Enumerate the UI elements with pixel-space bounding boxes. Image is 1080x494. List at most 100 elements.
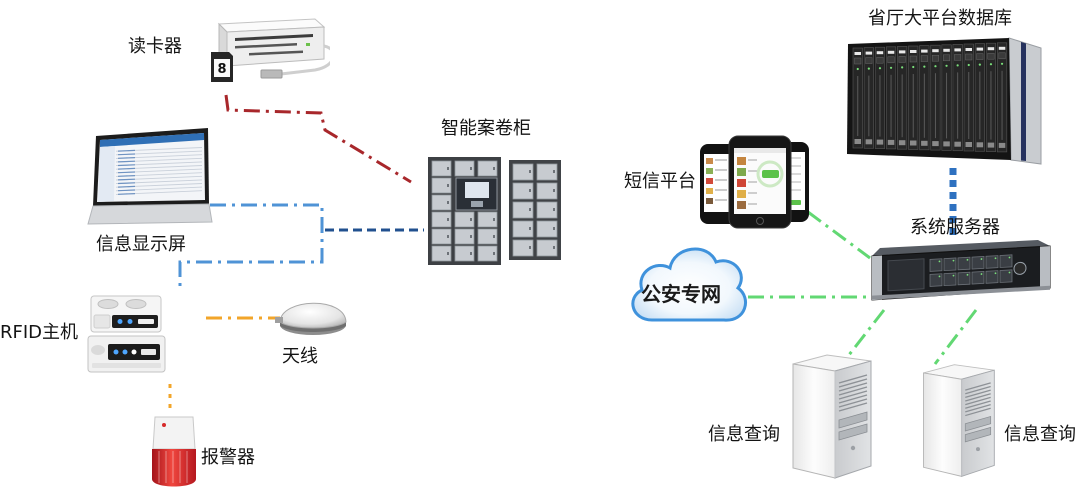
server-drive-bay <box>999 254 1013 268</box>
system-server-device <box>871 240 1051 301</box>
display-to-rfid-link <box>178 203 324 290</box>
cabinet-door <box>512 239 534 257</box>
antenna-connector <box>275 317 283 323</box>
cabinet-door <box>536 163 558 181</box>
rack-blade-led <box>878 67 882 70</box>
provincial-database-label: 省厅大平台数据库 <box>868 8 1012 29</box>
rfid-indicator <box>113 349 119 355</box>
alarm-strobe-ribs <box>158 451 188 483</box>
tower-vents <box>961 379 992 477</box>
cabinet-door <box>431 211 452 228</box>
sms-phones-device <box>700 135 809 229</box>
cabinet-door-handle <box>470 235 472 238</box>
cabinet-door-handle <box>529 170 531 173</box>
cabinet-door <box>536 201 558 219</box>
phone-list-thumb <box>706 178 713 184</box>
card-reader-slot <box>235 43 297 49</box>
rack-blade-label <box>921 49 928 53</box>
monitor-row-text <box>117 175 136 177</box>
rack-blade-label <box>898 50 906 54</box>
cabinet-door <box>431 177 452 194</box>
cabinet-door-handle <box>470 167 472 170</box>
phone-list-thumb <box>737 190 746 198</box>
tower-vent-line <box>965 407 991 417</box>
cabinet-door-handle <box>553 227 555 230</box>
rack-blade-port <box>976 53 984 60</box>
tower-vents <box>834 371 868 478</box>
cabinet-door <box>536 239 558 257</box>
server-top <box>872 240 1050 256</box>
rack-blade-label <box>987 47 995 51</box>
card-reader-slot <box>249 50 303 56</box>
server-drive-led <box>966 258 969 261</box>
cabinet-door <box>477 245 498 262</box>
card-reader-slot <box>235 34 313 41</box>
cabinet-door-handle <box>493 252 495 255</box>
alarm-label: 报警器 <box>201 447 255 468</box>
rack-blade-led <box>867 67 870 70</box>
tower-drive-bay <box>964 415 992 432</box>
phone-center-list <box>734 148 786 209</box>
tower-vent-line <box>838 394 868 404</box>
card-reader-cable <box>280 44 330 76</box>
server-drive-led <box>938 275 941 278</box>
usb-plug <box>260 69 283 79</box>
server-logo-badge <box>1013 261 1027 275</box>
cabinet-door-handle <box>553 246 555 249</box>
smart-cabinet-device <box>428 157 561 265</box>
server-drive-led <box>980 273 983 275</box>
cabinet-door <box>431 194 452 211</box>
rack-blade-label <box>887 50 895 54</box>
rfid-speaker <box>91 345 105 355</box>
cabinet-door <box>512 163 534 181</box>
antenna-label: 天线 <box>282 346 318 367</box>
info-query-server-right <box>923 364 995 477</box>
server-drive-bay <box>971 270 985 285</box>
monitor-screen-rows <box>98 146 203 202</box>
server-right-ear <box>1040 246 1050 289</box>
rfid-host-device <box>87 295 166 373</box>
cabinet-door-handle <box>553 208 555 211</box>
phone-status-bar <box>734 148 786 153</box>
server-drive-led <box>994 257 997 260</box>
rack-blade-latch <box>932 141 939 147</box>
cabinet-door <box>454 228 475 245</box>
cabinet-door <box>477 211 498 228</box>
server-left-ear <box>872 255 882 301</box>
cabinet-door-handle <box>553 189 555 192</box>
tower-vent-line <box>838 374 868 384</box>
cabinet-door <box>512 201 534 219</box>
cabinet-door <box>477 228 498 245</box>
monitor-row-text <box>117 149 136 152</box>
alarm-device <box>152 416 196 487</box>
info-query-left-label: 信息查询 <box>708 424 780 445</box>
rack-blade-label <box>854 52 861 55</box>
rfid-indicator <box>122 349 128 355</box>
sms-to-server-link <box>807 210 871 260</box>
info-query-right-label: 信息查询 <box>1004 424 1076 445</box>
rack-side-strip <box>1021 42 1026 161</box>
phone-list-thumb <box>706 188 713 194</box>
tower-vent-line <box>965 389 991 399</box>
rack-blade-port <box>865 57 873 64</box>
cabinet-door-handle <box>447 218 449 221</box>
tower-vent-line <box>838 382 868 392</box>
rack-blade-label <box>910 50 917 53</box>
rack-blade-latch <box>976 142 984 148</box>
phone-home-button <box>756 217 764 225</box>
rack-blade-led <box>1000 62 1004 65</box>
rack-blade-label <box>998 46 1006 50</box>
alarm-housing <box>152 416 196 450</box>
tower-vent-line <box>965 382 991 391</box>
database-server-rack <box>847 37 1042 165</box>
phone-left-list <box>706 158 727 204</box>
phone-list-thumb <box>737 179 746 187</box>
phone-list-thumb <box>737 168 746 176</box>
tower-vent-line <box>965 400 991 409</box>
tower-drive-bay <box>838 411 868 429</box>
server-drive-bay <box>971 255 985 270</box>
cabinet-door-handle <box>447 201 449 204</box>
rack-blade-port <box>920 55 928 62</box>
server-drive-bay <box>943 272 957 287</box>
